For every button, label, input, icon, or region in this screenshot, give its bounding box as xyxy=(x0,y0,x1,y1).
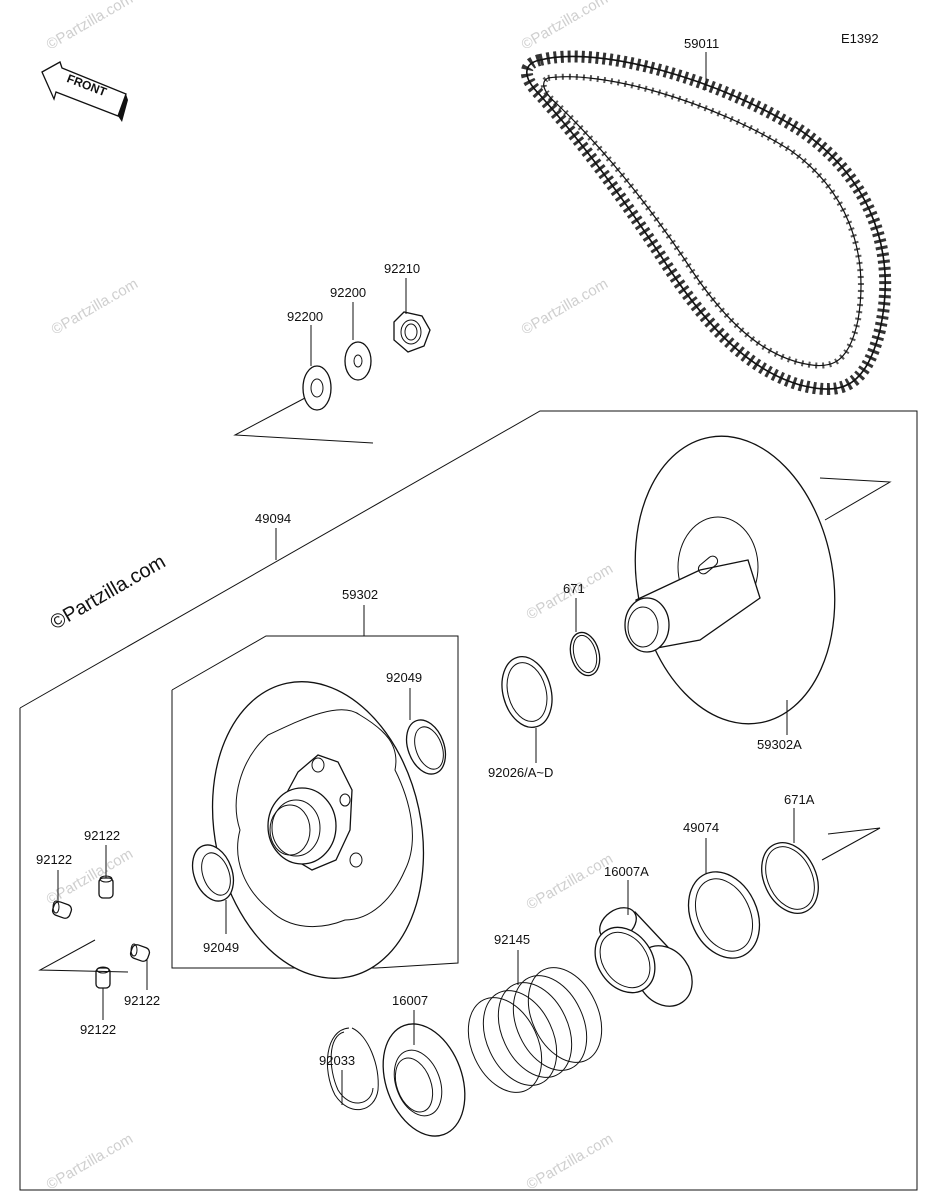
watermark: ©Partzilla.com xyxy=(524,850,616,913)
watermark: ©Partzilla.com xyxy=(49,275,141,338)
label-92122-b: 92122 xyxy=(36,852,72,867)
front-arrow-icon: FRONT xyxy=(41,61,128,122)
watermark: ©Partzilla.com xyxy=(519,0,611,53)
label-92200-b: 92200 xyxy=(330,285,366,300)
roller-92122-b xyxy=(51,900,73,919)
label-59302: 59302 xyxy=(342,587,378,602)
partzilla-watermark: ©Partzilla.com xyxy=(47,551,170,635)
assembly-outline xyxy=(19,410,918,1191)
washer-92200-b xyxy=(344,341,372,381)
label-671A: 671A xyxy=(784,792,815,807)
watermark: ©Partzilla.com xyxy=(519,275,611,338)
seal-92049-b xyxy=(191,844,235,902)
watermark: ©Partzilla.com xyxy=(44,0,136,53)
bushing-16007 xyxy=(382,1023,466,1137)
label-16007: 16007 xyxy=(392,993,428,1008)
label-671: 671 xyxy=(563,581,585,596)
subassembly-outline xyxy=(171,635,459,969)
sheave-59302A xyxy=(624,435,836,725)
diagram-code: E1392 xyxy=(841,31,879,46)
label-92049-a: 92049 xyxy=(386,670,422,685)
label-49094: 49094 xyxy=(255,511,291,526)
spring-92145 xyxy=(467,967,603,1093)
nut-92210 xyxy=(393,311,431,353)
label-92210: 92210 xyxy=(384,261,420,276)
oring-671 xyxy=(569,631,601,677)
label-92026: 92026/A~D xyxy=(488,765,553,780)
bushing-16007A xyxy=(594,907,693,1007)
label-92033: 92033 xyxy=(319,1053,355,1068)
label-92049-b: 92049 xyxy=(203,940,239,955)
seal-92049-a xyxy=(405,719,447,775)
label-16007A: 16007A xyxy=(604,864,649,879)
label-92122-d: 92122 xyxy=(80,1022,116,1037)
roller-92122-c xyxy=(129,943,151,962)
drive-belt xyxy=(520,50,892,396)
roller-92122-d xyxy=(95,966,111,989)
shim-92026 xyxy=(501,656,553,728)
label-59302A: 59302A xyxy=(757,737,802,752)
sheave-59302 xyxy=(211,681,425,979)
watermark: ©Partzilla.com xyxy=(44,1130,136,1193)
circlip-92033 xyxy=(326,1027,379,1111)
label-92145: 92145 xyxy=(494,932,530,947)
watermark: ©Partzilla.com xyxy=(524,1130,616,1193)
label-92122-a: 92122 xyxy=(84,828,120,843)
roller-92122-a xyxy=(98,875,114,899)
label-92200-a: 92200 xyxy=(287,309,323,324)
washer-49074 xyxy=(687,871,761,959)
label-92122-c: 92122 xyxy=(124,993,160,1008)
washer-92200-a xyxy=(302,365,332,411)
label-59011: 59011 xyxy=(684,36,719,51)
oring-671A xyxy=(761,842,819,914)
label-49074: 49074 xyxy=(683,820,719,835)
